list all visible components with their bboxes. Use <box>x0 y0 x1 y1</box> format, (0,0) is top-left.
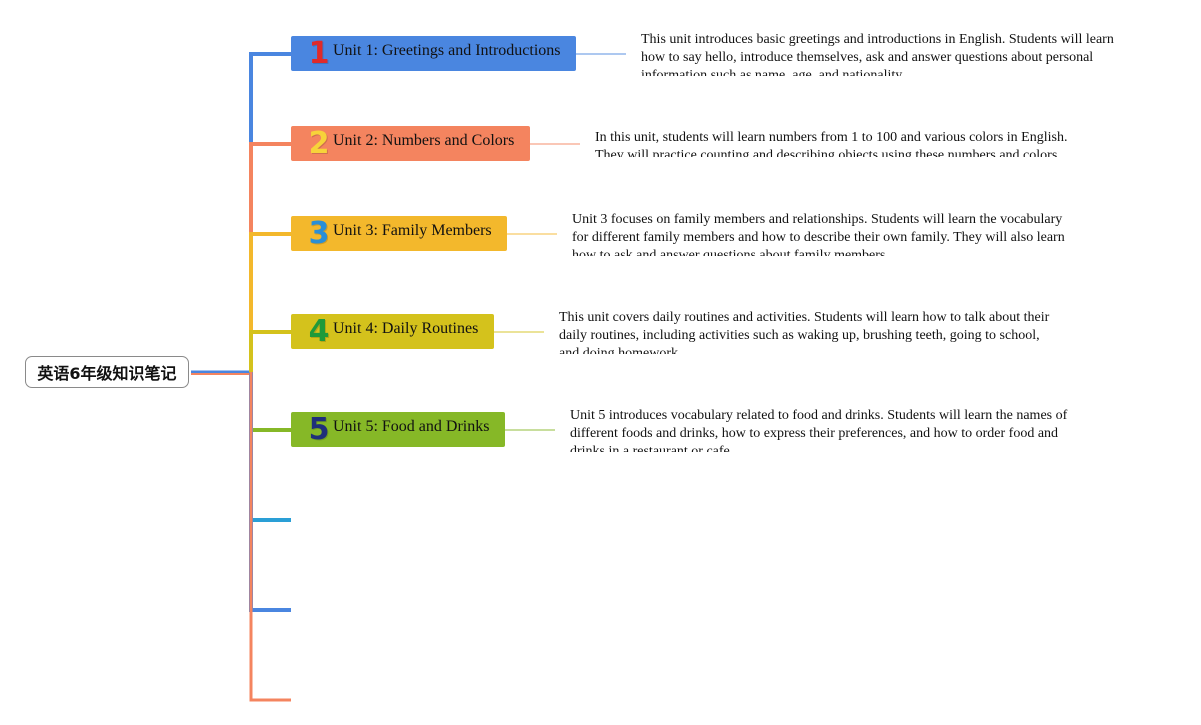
branch-unit-2 <box>249 142 291 372</box>
topic-unit-2-title: Unit 2: Numbers and Colors <box>333 131 515 149</box>
root-topic-label: 英语6年级知识笔记 <box>37 364 177 383</box>
topic-unit-2[interactable]: 2 Unit 2: Numbers and Colors <box>291 126 530 161</box>
number-3-icon: 3 <box>308 216 330 251</box>
topic-unit-4[interactable]: 4 Unit 4: Daily Routines <box>291 314 494 349</box>
topic-unit-5-title: Unit 5: Food and Drinks <box>333 417 490 435</box>
topic-unit-3-description: Unit 3 focuses on family members and rel… <box>572 212 1065 256</box>
topic-unit-4-title: Unit 4: Daily Routines <box>333 319 479 337</box>
root-topic[interactable]: 英语6年级知识笔记 <box>25 356 189 388</box>
topic-unit-5-description: Unit 5 introduces vocabulary related to … <box>570 408 1068 452</box>
branch-unit-4 <box>249 330 291 372</box>
branch-empty-3 <box>249 372 291 702</box>
number-4-icon: 4 <box>308 314 330 349</box>
number-2-icon: 2 <box>308 126 330 161</box>
number-1-icon: 1 <box>308 36 330 71</box>
branch-unit-3 <box>249 232 291 372</box>
topic-unit-1[interactable]: 1 Unit 1: Greetings and Introductions <box>291 36 576 71</box>
topic-unit-4-description: This unit covers daily routines and acti… <box>559 310 1050 354</box>
number-5-icon: 5 <box>308 412 330 447</box>
topic-unit-3-title: Unit 3: Family Members <box>333 221 492 239</box>
topic-unit-1-description: This unit introduces basic greetings and… <box>641 32 1114 76</box>
topic-unit-2-description: In this unit, students will learn number… <box>595 130 1068 157</box>
branch-empty-2 <box>249 372 291 612</box>
branch-unit-5 <box>249 372 291 432</box>
topic-unit-5[interactable]: 5 Unit 5: Food and Drinks <box>291 412 505 447</box>
topic-unit-3[interactable]: 3 Unit 3: Family Members <box>291 216 507 251</box>
branch-unit-1 <box>249 52 291 372</box>
branch-empty-1 <box>249 372 291 522</box>
topic-unit-1-title: Unit 1: Greetings and Introductions <box>333 41 561 59</box>
